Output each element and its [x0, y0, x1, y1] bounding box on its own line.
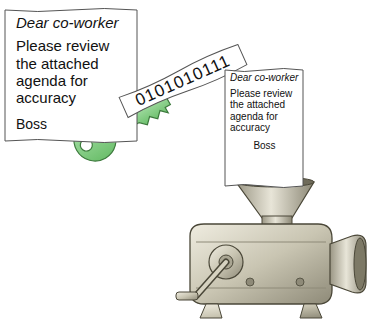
signature: Boss — [230, 140, 299, 152]
message-body: Please review the attached agenda for ac… — [230, 88, 299, 134]
paper-letter: Dear co-workerPlease review the attached… — [4, 6, 138, 145]
binary-text: 0101010111 — [128, 49, 238, 112]
paper-edge — [5, 9, 137, 143]
signature: Boss — [16, 116, 128, 132]
paper-letter-fed: Dear co-workerPlease review the attached… — [224, 66, 304, 190]
message-body: Please review the attached agenda for ac… — [16, 37, 128, 106]
paper-edge — [225, 69, 303, 188]
meat-grinder — [176, 177, 366, 318]
salutation: Dear co-worker — [16, 14, 128, 31]
salutation: Dear co-worker — [230, 72, 299, 84]
